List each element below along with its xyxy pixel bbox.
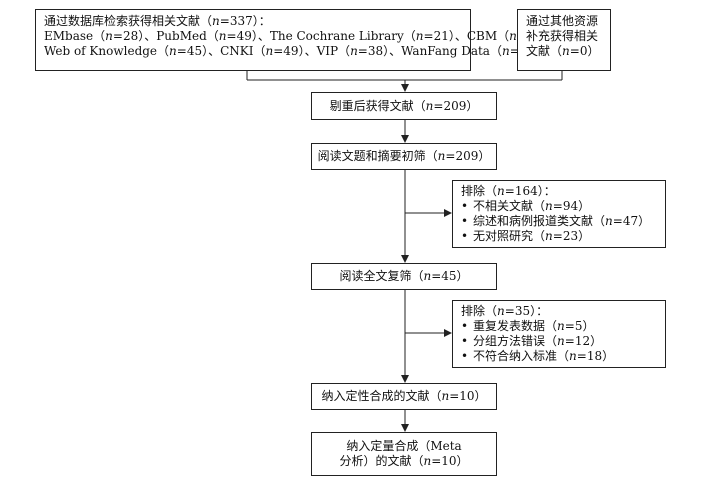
box-other-sources: 通过其他资源 补充获得相关 文献（n=0） — [517, 9, 611, 71]
exclusion-1-item: 综述和病例报道类文献（n=47） — [461, 214, 657, 229]
exclusion-2-title: 排除（n=35）： — [461, 304, 549, 318]
quantitative-line-2: 分析）的文献（n=10） — [339, 454, 469, 468]
qualitative-label: 纳入定性合成的文献（n=10） — [321, 389, 487, 403]
box-quantitative-synthesis: 纳入定量合成（Meta 分析）的文献（n=10） — [311, 432, 497, 476]
box-exclusion-1: 排除（n=164）： 不相关文献（n=94） 综述和病例报道类文献（n=47） … — [452, 180, 666, 248]
box-full-text-screening: 阅读全文复筛（n=45） — [311, 263, 497, 290]
after-dedup-label: 剔重后获得文献（n=209） — [329, 98, 479, 113]
exclusion-2-item: 重复发表数据（n=5） — [461, 319, 657, 334]
box-exclusion-2: 排除（n=35）： 重复发表数据（n=5） 分组方法错误（n=12） 不符合纳入… — [452, 300, 666, 368]
exclusion-1-title: 排除（n=164）： — [461, 184, 556, 198]
full-text-label: 阅读全文复筛（n=45） — [339, 269, 469, 283]
exclusion-2-item: 不符合纳入标准（n=18） — [461, 349, 657, 364]
title-abstract-label: 阅读文题和摘要初筛（n=209） — [317, 149, 491, 163]
other-sources-line-3: 文献（n=0） — [526, 44, 600, 58]
exclusion-2-item: 分组方法错误（n=12） — [461, 334, 657, 349]
box-after-dedup: 剔重后获得文献（n=209） — [311, 92, 497, 120]
box-title-abstract-screening: 阅读文题和摘要初筛（n=209） — [311, 143, 497, 170]
box-database-search: 通过数据库检索获得相关文献（n=337）： EMbase（n=28）、PubMe… — [35, 9, 560, 71]
database-search-sources-1: EMbase（n=28）、PubMed（n=49）、The Cochrane L… — [44, 29, 560, 43]
other-sources-line-1: 通过其他资源 — [526, 14, 599, 28]
exclusion-1-item: 无对照研究（n=23） — [461, 229, 657, 244]
quantitative-line-1: 纳入定量合成（Meta — [346, 439, 462, 453]
exclusion-1-item: 不相关文献（n=94） — [461, 199, 657, 214]
box-qualitative-synthesis: 纳入定性合成的文献（n=10） — [311, 383, 497, 410]
other-sources-line-2: 补充获得相关 — [526, 29, 599, 43]
database-search-title: 通过数据库检索获得相关文献（n=337）： — [44, 14, 271, 28]
database-search-sources-2: Web of Knowledge（n=45）、CNKI（n=49）、VIP（n=… — [44, 44, 547, 58]
